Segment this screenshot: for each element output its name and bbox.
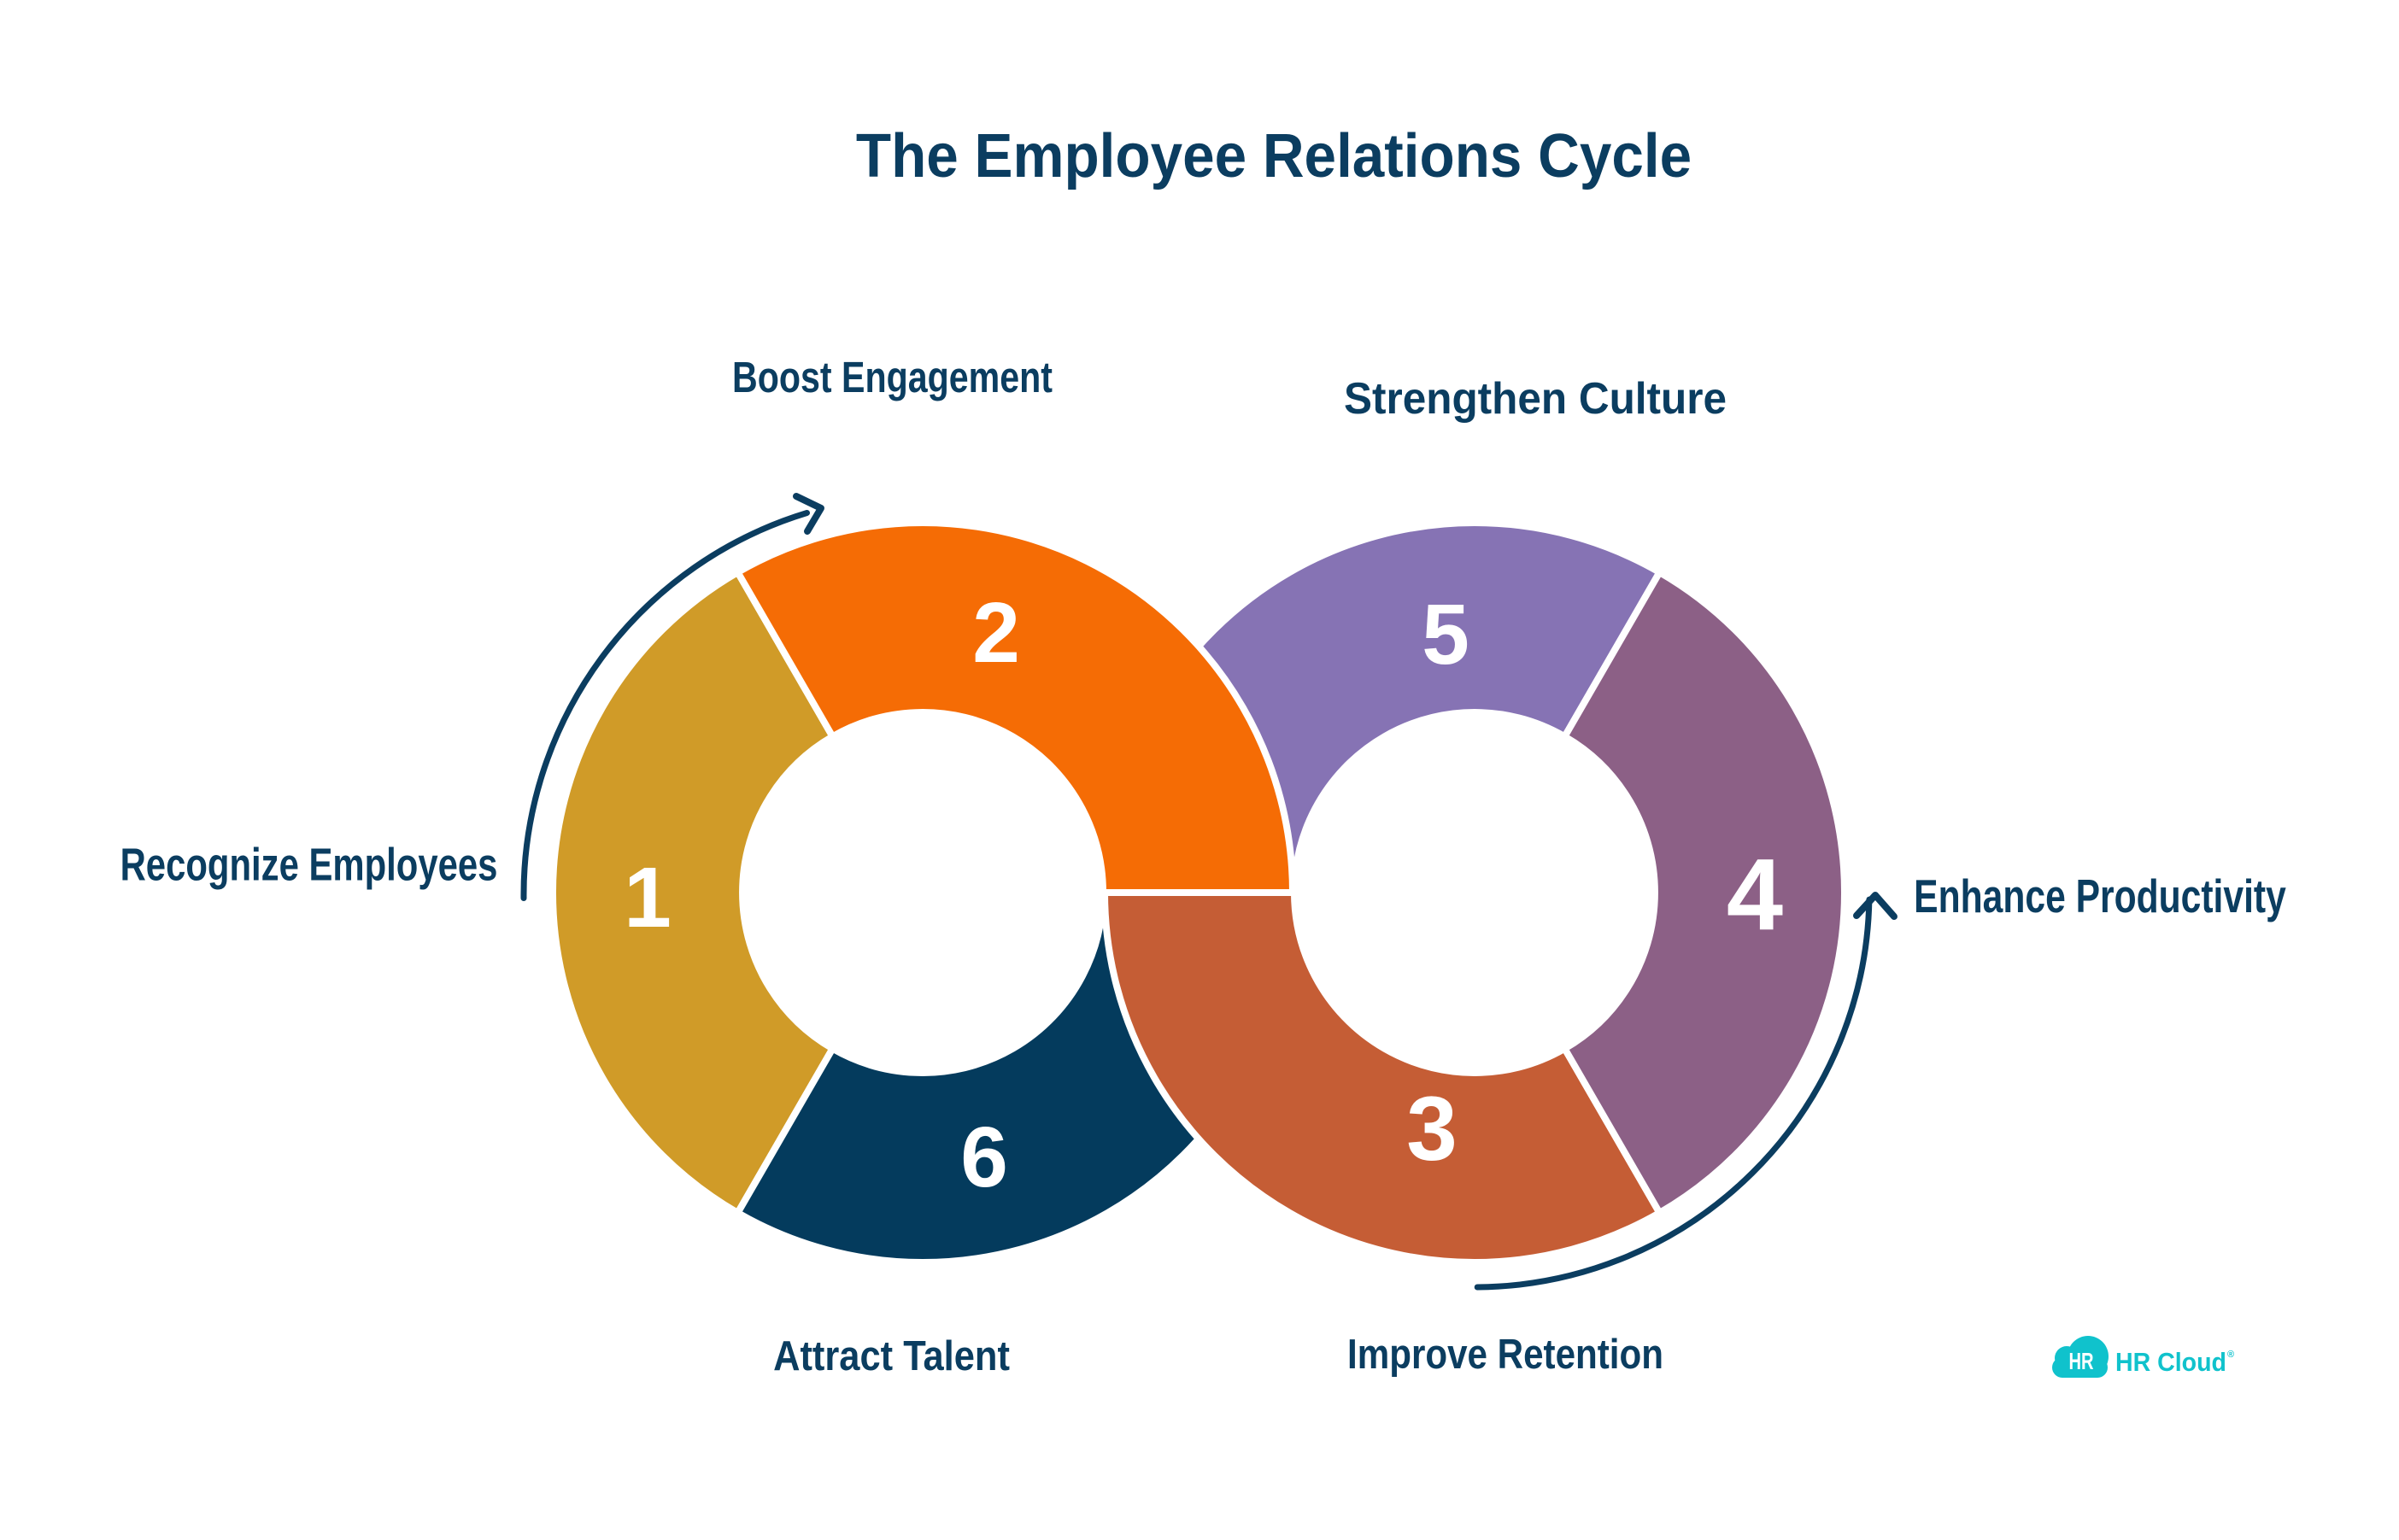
svg-text:Improve Retention: Improve Retention [1347, 1331, 1663, 1378]
svg-text:HR Cloud: HR Cloud [2115, 1348, 2226, 1377]
svg-text:Enhance Productivity: Enhance Productivity [1914, 871, 2286, 922]
svg-text:6: 6 [960, 1110, 1008, 1205]
svg-text:Recognize Employees: Recognize Employees [120, 840, 498, 891]
svg-text:HR: HR [2068, 1349, 2093, 1375]
svg-text:1: 1 [624, 850, 672, 946]
svg-text:5: 5 [1422, 587, 1469, 682]
svg-text:Strengthen Culture: Strengthen Culture [1344, 373, 1727, 423]
svg-text:®: ® [2227, 1350, 2234, 1360]
svg-text:2: 2 [972, 585, 1020, 681]
svg-text:4: 4 [1727, 838, 1783, 952]
svg-text:The Employee Relations Cycle: The Employee Relations Cycle [856, 121, 1692, 190]
svg-text:3: 3 [1406, 1077, 1458, 1180]
svg-text:Attract Talent: Attract Talent [773, 1332, 1010, 1379]
svg-text:Boost Engagement: Boost Engagement [732, 353, 1053, 401]
